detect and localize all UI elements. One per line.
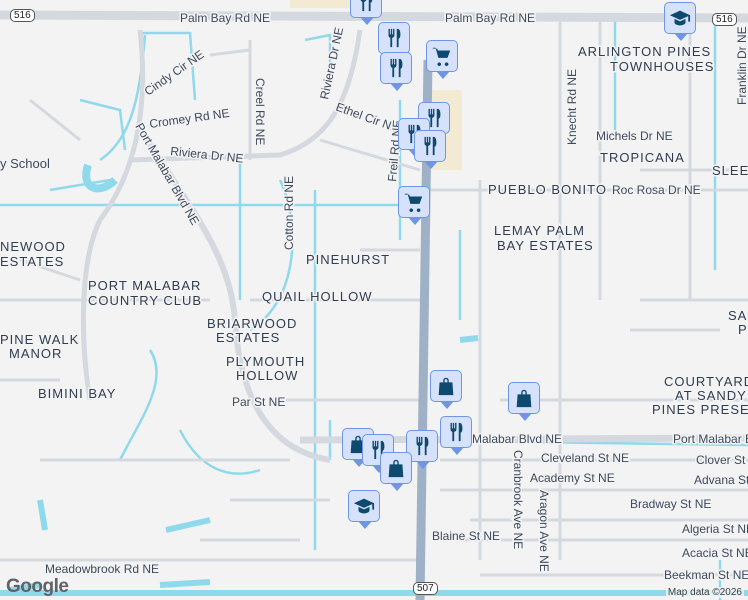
road-label: Malabar Blvd NE — [472, 432, 562, 446]
area-label: y School — [0, 156, 50, 171]
area-label: P — [738, 322, 748, 337]
poi-marker-school[interactable] — [664, 2, 696, 41]
area-label: MANOR — [9, 346, 62, 361]
road-label: Beekman St NE — [664, 568, 748, 582]
poi-marker-shopping-bag[interactable] — [430, 370, 462, 409]
road-label: Palm Bay Rd NE — [180, 11, 270, 25]
road-label: Michels Dr NE — [596, 129, 673, 143]
route-shield-516: 516 — [10, 9, 35, 22]
area-label: SA — [728, 308, 747, 323]
school-icon — [353, 498, 375, 514]
area-label: ARLINGTON PINES — [578, 44, 711, 59]
poi-marker-shopping-cart[interactable] — [398, 186, 430, 225]
area-labels: ARLINGTON PINES TOWNHOUSES TROPICANA SLE… — [0, 43, 748, 419]
road-label: Blaine St NE — [432, 529, 500, 543]
shopping-cart-icon — [432, 47, 451, 67]
road-label: Palm Bay Rd NE — [445, 11, 535, 25]
area-label: PINE WALK — [0, 332, 79, 347]
shopping-bag-icon — [438, 377, 454, 396]
restaurant-icon — [390, 58, 403, 78]
school-icon — [669, 10, 691, 26]
shopping-cart-icon — [404, 193, 423, 213]
restaurant-icon — [428, 108, 441, 128]
road-label: Par St NE — [232, 395, 285, 409]
area-label: ESTATES — [216, 330, 280, 345]
route-shield-516: 516 — [712, 13, 737, 26]
area-label: BIMINI BAY — [38, 386, 116, 401]
shopping-bag-icon — [388, 459, 404, 478]
poi-marker-shopping-bag[interactable] — [380, 452, 412, 491]
attribution: Map data ©2026 — [665, 587, 744, 598]
shopping-bag-icon — [350, 435, 366, 454]
area-label: LEMAY PALM — [494, 223, 585, 238]
poi-marker-restaurant[interactable] — [440, 416, 472, 455]
road-label: Cotton Rd NE — [282, 176, 296, 250]
road-label: Knecht Rd NE — [565, 69, 579, 145]
road-label: Advana St NE — [694, 473, 748, 487]
road-label: Acacia St NE — [682, 546, 748, 560]
road-label: Roc Rosa Dr NE — [612, 183, 701, 197]
area-label: PINEHURST — [306, 252, 390, 267]
restaurant-icon — [360, 0, 373, 12]
area-label: TOWNHOUSES — [610, 59, 714, 74]
area-label: TROPICANA — [600, 150, 685, 165]
route-shield-507: 507 — [413, 582, 438, 595]
restaurant-icon — [424, 136, 437, 156]
restaurant-icon — [416, 436, 429, 456]
restaurant-icon — [388, 28, 401, 48]
area-label: HOLLOW — [236, 368, 298, 383]
water — [0, 20, 748, 600]
poi-marker-shopping-bag[interactable] — [508, 382, 540, 421]
area-label: COUNTRY CLUB — [88, 293, 202, 308]
google-logo: Google — [6, 576, 69, 597]
area-label: PUEBLO BONITO — [488, 182, 607, 197]
road-label: Algeria St NE — [682, 522, 748, 536]
poi-marker-restaurant[interactable] — [380, 52, 412, 91]
restaurant-icon — [450, 422, 463, 442]
area-label: COURTYARD — [664, 374, 748, 389]
area-label: BRIARWOOD — [207, 316, 297, 331]
road-label: Clover St NE — [696, 453, 748, 467]
poi-marker-restaurant[interactable] — [378, 22, 410, 61]
poi-marker-restaurant[interactable] — [350, 0, 382, 25]
area-label: PLYMOUTH — [226, 354, 305, 369]
shopping-bag-icon — [516, 389, 532, 408]
area-label: QUAIL HOLLOW — [262, 289, 372, 304]
road-label: Aragon Ave NE — [537, 490, 551, 572]
poi-marker-restaurant[interactable] — [406, 430, 438, 469]
road-label: Bradway St NE — [630, 497, 711, 511]
road-label: Cranbrook Ave NE — [511, 450, 525, 549]
road-label: Academy St NE — [530, 471, 615, 485]
area-label: BAY ESTATES — [497, 238, 594, 253]
road-label: Cleveland St NE — [541, 451, 629, 465]
area-label: SLEE — [712, 163, 748, 178]
area-label: AT SANDY — [675, 388, 747, 403]
area-label: PINES PRESER — [652, 402, 748, 417]
area-label: ESTATES — [0, 254, 64, 269]
area-label: PORT MALABAR — [88, 278, 201, 293]
road-label: Creel Rd NE — [253, 78, 267, 145]
road-label: Meadowbrook Rd NE — [45, 562, 159, 576]
road-label: Port Malabar Blvd NE — [673, 432, 748, 446]
road-label: Franklin Dr NE — [735, 26, 748, 105]
area-label: NEWOOD — [0, 239, 66, 254]
road-labels: Palm Bay Rd NE Palm Bay Rd NE Cindy Cir … — [44, 10, 748, 584]
poi-marker-restaurant[interactable] — [414, 130, 446, 169]
poi-marker-school[interactable] — [348, 490, 380, 529]
poi-marker-shopping-cart[interactable] — [426, 40, 458, 79]
